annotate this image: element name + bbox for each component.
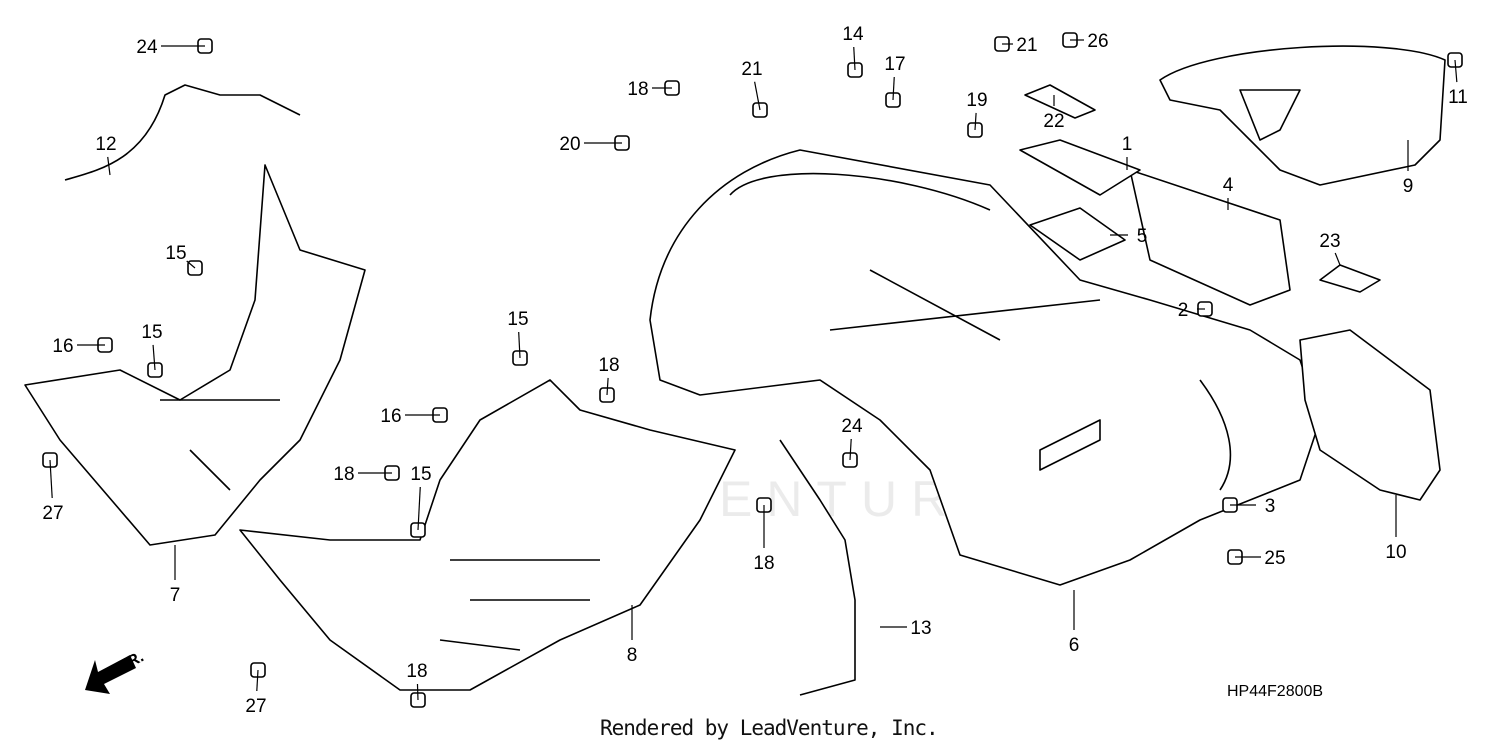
strap [1319,264,1381,293]
callout-label: 7 [170,585,181,606]
leader-line [417,486,421,531]
callout-label: 13 [910,618,931,639]
callout-label: 10 [1385,542,1406,563]
leader-line [1454,59,1458,83]
leader-line [107,156,111,176]
sheet [1029,207,1126,261]
callout-label: 17 [884,54,905,75]
callout-label: 24 [841,416,863,437]
callout-label: 21 [1016,35,1037,56]
callout-label: 16 [380,406,401,427]
callout-label: 18 [333,464,354,485]
top-cover [1159,45,1446,186]
leader-line [416,683,419,701]
leader-line [186,260,196,269]
rear-fender [649,149,1321,586]
leader-line [1334,252,1341,266]
callout-label: 27 [42,503,63,524]
callout-label: 6 [1069,635,1080,656]
leader-line [518,331,521,359]
callout-label: 23 [1319,231,1340,252]
leader-line [256,669,259,692]
callout-label: 18 [406,661,427,682]
leader-line [849,438,852,461]
callout-label: 27 [245,696,266,717]
callout-label: 12 [95,134,116,155]
callout-label: 1 [1122,134,1133,155]
callout-label: 19 [966,90,987,111]
callout-label: 15 [410,464,431,485]
leader-line [853,46,856,71]
callout-label: 2 [1178,300,1189,321]
callout-label: 15 [507,309,528,330]
callout-label: 24 [136,37,158,58]
leader-line [974,112,977,131]
rod [64,84,301,181]
right-footrest [239,379,736,691]
strap [1024,84,1096,119]
callout-label: 26 [1087,31,1108,52]
leader-line [754,81,761,111]
leader-line [49,459,53,499]
callout-label: 11 [1448,87,1468,108]
left-footrest [24,164,366,546]
leader-line [606,377,609,396]
callout-label: 14 [842,24,864,45]
rod [779,439,856,696]
callout-label: 20 [559,134,580,155]
callout-label: 5 [1137,226,1148,247]
callout-label: 15 [165,243,186,264]
callout-label: 15 [141,322,162,343]
bracket [1129,169,1291,306]
leader-line [892,76,895,101]
callout-label: 16 [52,336,73,357]
callout-label: 25 [1264,548,1285,569]
callout-label: 4 [1223,175,1234,196]
callout-label: 21 [741,59,762,80]
diagram-code: HP44F2800B [1227,683,1324,700]
tray [1019,139,1141,196]
credit-text: Rendered by LeadVenture, Inc. [600,716,939,740]
callout-label: 18 [753,553,774,574]
side-cover [1299,329,1441,501]
callout-label: 3 [1265,496,1276,517]
front-direction-arrow: FR. [85,648,147,694]
callout-label: 18 [627,79,648,100]
leader-line [152,344,156,371]
callout-label: 8 [627,645,638,666]
callout-label: 18 [598,355,619,376]
callout-label: 22 [1043,111,1064,132]
callout-label: 9 [1403,176,1414,197]
